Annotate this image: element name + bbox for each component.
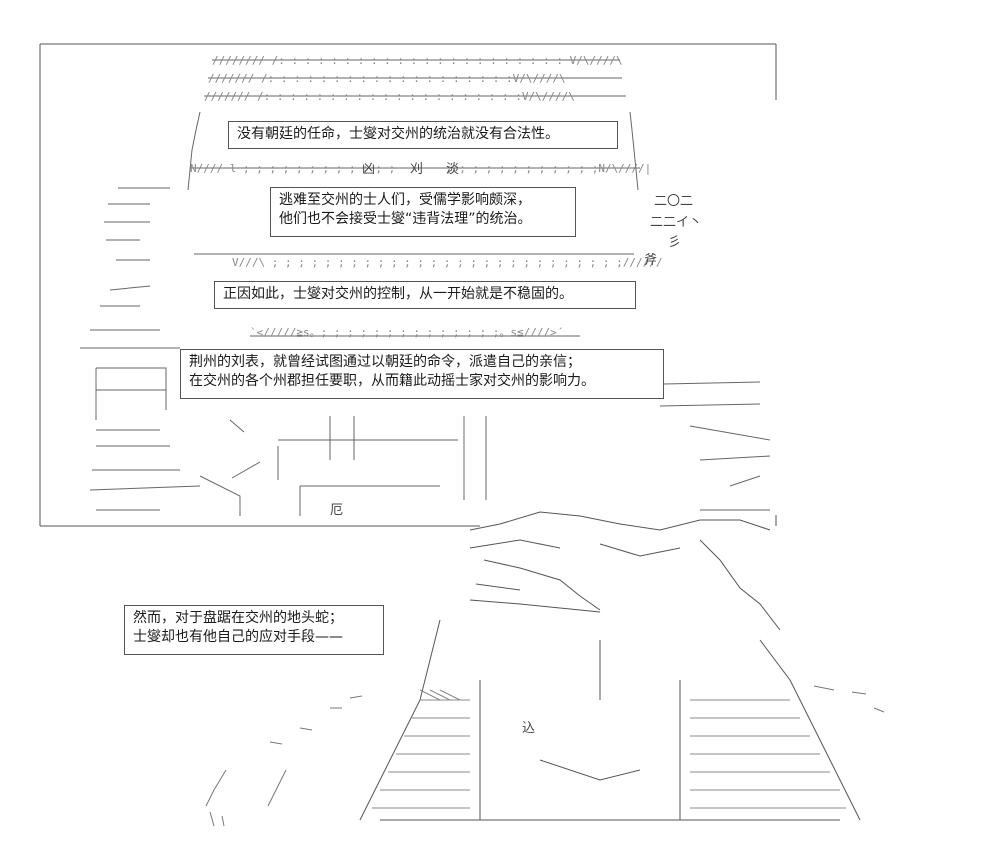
narration-line: 荆州的刘表，就曾经试图通过以朝廷的命令，派遣自己的亲信； <box>189 354 581 370</box>
narration-box-4: 荆州的刘表，就曾经试图通过以朝廷的命令，派遣自己的亲信； 在交州的各个州郡担任要… <box>180 349 664 399</box>
art-glyphs: 凶 刈 淡 二〇二 二二イ丶 斧 彡 厄 込 <box>330 162 702 736</box>
narration-line: 士燮却也有他自己的应对手段—— <box>133 629 343 645</box>
narration-line: 在交州的各个州郡担任要职，从而籍此动摇士家对交州的影响力。 <box>189 373 595 389</box>
hat-texture: //////// /: : : : : : : : : : : : : : : … <box>190 54 662 339</box>
narration-box-5: 然而，对于盘踞在交州的地头蛇； 士燮却也有他自己的应对手段—— <box>124 605 384 655</box>
right-figure <box>359 511 861 821</box>
art-glyph-7: 彡 <box>668 235 681 250</box>
narration-line: 没有朝廷的任命，士燮对交州的统治就没有合法性。 <box>237 126 559 142</box>
narration-line: 逃难至交州的士人们，受儒学影响颇深， <box>279 192 531 208</box>
svg-text:`</////≧s。; ; ; ; ; ; ; ; ; ;: `</////≧s。; ; ; ; ; ; ; ; ; ; ; ; ; ;。s≦… <box>250 326 563 339</box>
hat-outline <box>187 59 640 337</box>
art-glyph-1: 凶 <box>362 162 375 177</box>
art-glyph-9: 込 <box>522 721 535 736</box>
narration-line: 正因如此，士燮对交州的控制，从一开始就是不稳固的。 <box>223 286 573 302</box>
panel-frame <box>39 43 777 527</box>
room-structure <box>199 381 771 516</box>
art-glyph-5: 二二イ丶 <box>650 215 702 230</box>
svg-text:N//// l ; ; ; ; ; ; ; ; ; ; ;: N//// l ; ; ; ; ; ; ; ; ; ; ; ; <box>190 162 395 175</box>
narration-box-3: 正因如此，士燮对交州的控制，从一开始就是不稳固的。 <box>214 281 636 309</box>
art-glyph-6: 斧 <box>644 253 657 268</box>
narration-box-1: 没有朝廷的任命，士燮对交州的统治就没有合法性。 <box>228 121 618 149</box>
svg-text:V///\ ; ; ; ; ; ; ; ; ; ; ; ;: V///\ ; ; ; ; ; ; ; ; ; ; ; ; ; ; ; ; ; … <box>232 256 662 269</box>
svg-text://///// /: : : : : : : : : :: /////// /: : : : : : : : : : : : : : : :… <box>204 90 575 103</box>
art-glyph-3: 淡 <box>446 162 459 177</box>
art-glyph-8: 厄 <box>330 503 343 518</box>
narration-line: 他们也不会接受士燮“违背法理”的统治。 <box>279 211 532 227</box>
art-glyph-2: 刈 <box>410 162 423 177</box>
robe-hatching <box>372 689 846 809</box>
svg-text://///// /: : : : : : : : :: /////// /: : : : : : : : : : : : : : : :… <box>208 72 566 85</box>
svg-text:; ; ; ; ; ; ; ; ; ; ; ;N/\////: ; ; ; ; ; ; ; ; ; ; ; ;N/\////| <box>446 162 651 175</box>
left-figure <box>80 187 201 511</box>
narration-box-2: 逃难至交州的士人们，受儒学影响颇深， 他们也不会接受士燮“违背法理”的统治。 <box>270 187 576 237</box>
side-marks <box>205 685 885 827</box>
art-glyph-4: 二〇二 <box>654 194 693 209</box>
narration-line: 然而，对于盘踞在交州的地头蛇； <box>133 610 343 626</box>
svg-text://////// /: : : : : : : : : :: //////// /: : : : : : : : : : : : : : : … <box>212 54 623 67</box>
